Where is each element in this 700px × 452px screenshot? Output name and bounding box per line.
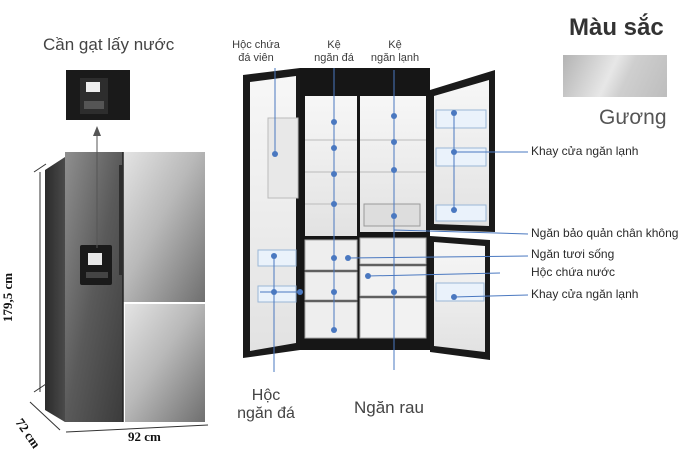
callout-fridge-door-tray-top: Khay cửa ngăn lạnh	[531, 144, 639, 158]
fridge-side-panel	[45, 157, 65, 422]
callout-fresh-compartment: Ngăn tươi sống	[531, 247, 615, 261]
fridge-right-upper-door	[123, 152, 205, 302]
callout-markers	[271, 110, 457, 333]
callout-freezer-drawer: Hộc ngăn đá	[237, 387, 295, 423]
fridge-right-lower-door	[125, 304, 205, 422]
open-fridge	[243, 68, 495, 360]
color-name: Gương	[599, 106, 667, 129]
color-title: Màu sắc	[569, 14, 664, 41]
fridge-left-door	[65, 152, 123, 422]
callout-fridge-shelf: Kệ ngăn lạnh	[370, 39, 420, 64]
height-label: 179,5 cm	[0, 272, 16, 323]
callout-freezer-shelf: Kệ ngăn đá	[314, 39, 354, 64]
callout-lines	[260, 68, 529, 372]
width-label: 92 cm	[128, 429, 161, 444]
callout-vacuum-compartment: Ngăn bảo quản chân không	[531, 226, 679, 240]
door-handle	[119, 165, 123, 275]
callout-ice-bin: Hộc chứa đá viên	[232, 39, 280, 64]
width-dimension-line	[65, 424, 209, 433]
color-swatch-mirror[interactable]	[563, 55, 667, 97]
callout-vegetable-drawer: Ngăn rau	[354, 398, 424, 417]
dispenser-lever-label: Cần gạt lấy nước	[43, 35, 175, 54]
freezer-compartment	[305, 96, 357, 236]
depth-dimension-line	[29, 401, 61, 431]
callout-fridge-door-tray-bottom: Khay cửa ngăn lạnh	[531, 287, 639, 301]
callout-water-tank: Hộc chứa nước	[531, 265, 615, 279]
closed-fridge	[29, 70, 209, 433]
ice-maker-panel	[267, 117, 299, 199]
